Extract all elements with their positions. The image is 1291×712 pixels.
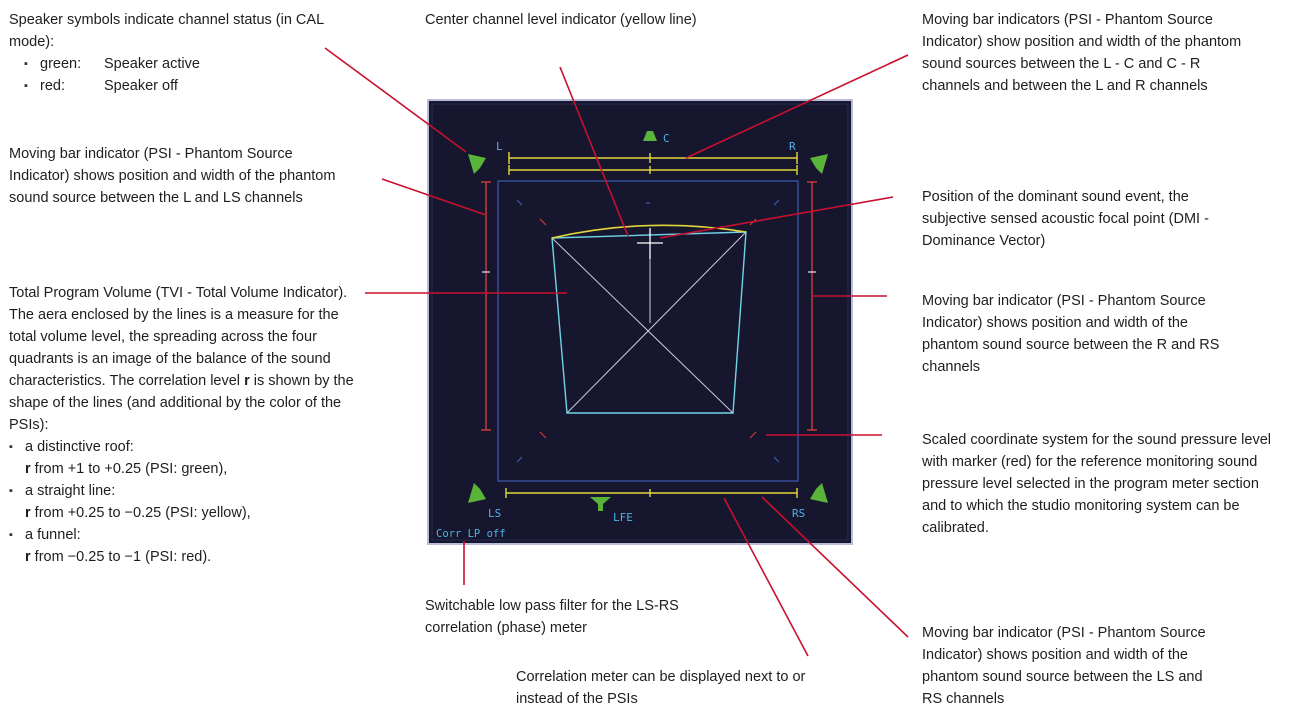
dominance-vector <box>637 228 663 259</box>
channel-label-r: R <box>789 140 796 153</box>
screen-frame <box>427 99 853 545</box>
psi-ls-rs-bar <box>505 488 798 498</box>
tvi-intro-pre: Total Program Volume (TVI - Total Volume… <box>9 285 348 389</box>
tvi-item-r: r <box>25 461 31 477</box>
legend-desc: Speaker off <box>104 78 178 94</box>
annotation-psi-r-rs: Moving bar indicator (PSI - Phantom Sour… <box>922 293 1220 375</box>
tvi-intro-post: is shown by the shape of the lines (and … <box>9 373 354 433</box>
legend-key: green: <box>40 56 82 72</box>
leader-corr-meter <box>723 497 809 657</box>
speaker-l-icon <box>468 154 486 174</box>
screen-inner-border <box>431 103 849 541</box>
coordinate-frame <box>497 180 799 482</box>
tvi-item-title: a funnel: <box>25 527 81 543</box>
tvi-item-r: r <box>25 549 31 565</box>
leader-dominant <box>659 196 894 239</box>
tvi-r: r <box>244 373 250 389</box>
leader-psi-l-ls <box>381 178 487 216</box>
leader-psi-ls-rs <box>761 496 909 638</box>
speaker-symbols-intro: Speaker symbols indicate channel status … <box>9 12 324 50</box>
speaker-legend-red: red: Speaker off <box>24 75 339 97</box>
channel-label-rs: RS <box>792 507 805 520</box>
reference-marker <box>539 431 547 439</box>
annotation-psi-ls-rs: Moving bar indicator (PSI - Phantom Sour… <box>922 625 1206 707</box>
leader-center-level <box>559 66 629 237</box>
tvi-item-roof: a distinctive roof: r from +1 to +0.25 (P… <box>9 436 359 480</box>
leader-speaker-symbols <box>324 47 467 153</box>
legend-key: red: <box>40 78 65 94</box>
tvi-item-funnel: a funnel: r from −0.25 to −1 (PSI: red). <box>9 524 359 568</box>
tvi-item-title: a straight line: <box>25 483 116 499</box>
reference-marker <box>749 431 757 439</box>
legend-desc: Speaker active <box>104 56 200 72</box>
annotation-dominant: Position of the dominant sound event, th… <box>922 189 1209 249</box>
speaker-lfe-icon <box>590 497 611 511</box>
leader-psi-front <box>685 54 909 159</box>
speaker-legend-green: green: Speaker active <box>24 53 339 75</box>
tvi-item-range: from −0.25 to −1 (PSI: red). <box>30 549 212 565</box>
center-level-line <box>551 224 747 239</box>
tvi-item-range: from +0.25 to −0.25 (PSI: yellow), <box>30 505 251 521</box>
tvi-item-title: a distinctive roof: <box>25 439 134 455</box>
speaker-ls-icon <box>468 483 486 503</box>
annotation-scaled: Scaled coordinate system for the sound p… <box>922 432 1271 536</box>
annotation-center-level: Center channel level indicator (yellow l… <box>425 12 697 28</box>
channel-label-lfe: LFE <box>613 511 633 524</box>
psi-front-bars <box>508 152 798 175</box>
annotation-tvi: Total Program Volume (TVI - Total Volume… <box>9 282 359 568</box>
channel-label-ls: LS <box>488 507 501 520</box>
annotation-corr-meter: Correlation meter can be displayed next … <box>516 669 806 707</box>
speaker-r-icon <box>810 154 828 174</box>
reference-marker <box>539 218 547 226</box>
corr-lp-status: Corr LP off <box>436 528 506 540</box>
channel-label-l: L <box>496 140 503 153</box>
annotation-speaker-symbols: Speaker symbols indicate channel status … <box>9 9 339 97</box>
tvi-item-r: r <box>25 505 31 521</box>
annotation-psi-front: Moving bar indicators (PSI - Phantom Sou… <box>922 12 1242 94</box>
psi-r-rs-bar <box>807 181 817 431</box>
annotation-lowpass: Switchable low pass filter for the LS-RS… <box>425 598 679 636</box>
leader-lines <box>324 47 909 657</box>
psi-l-ls-bar <box>481 181 491 431</box>
channel-label-c: C <box>663 132 670 145</box>
annotation-psi-l-ls: Moving bar indicator (PSI - Phantom Sour… <box>9 146 336 206</box>
speaker-c-icon <box>643 131 657 141</box>
meter-screen: L C R LS LFE RS Corr LP off <box>427 99 853 545</box>
tvi-item-range: from +1 to +0.25 (PSI: green), <box>30 461 228 477</box>
tvi-item-straight: a straight line: r from +0.25 to −0.25 (P… <box>9 480 359 524</box>
speaker-rs-icon <box>810 483 828 503</box>
